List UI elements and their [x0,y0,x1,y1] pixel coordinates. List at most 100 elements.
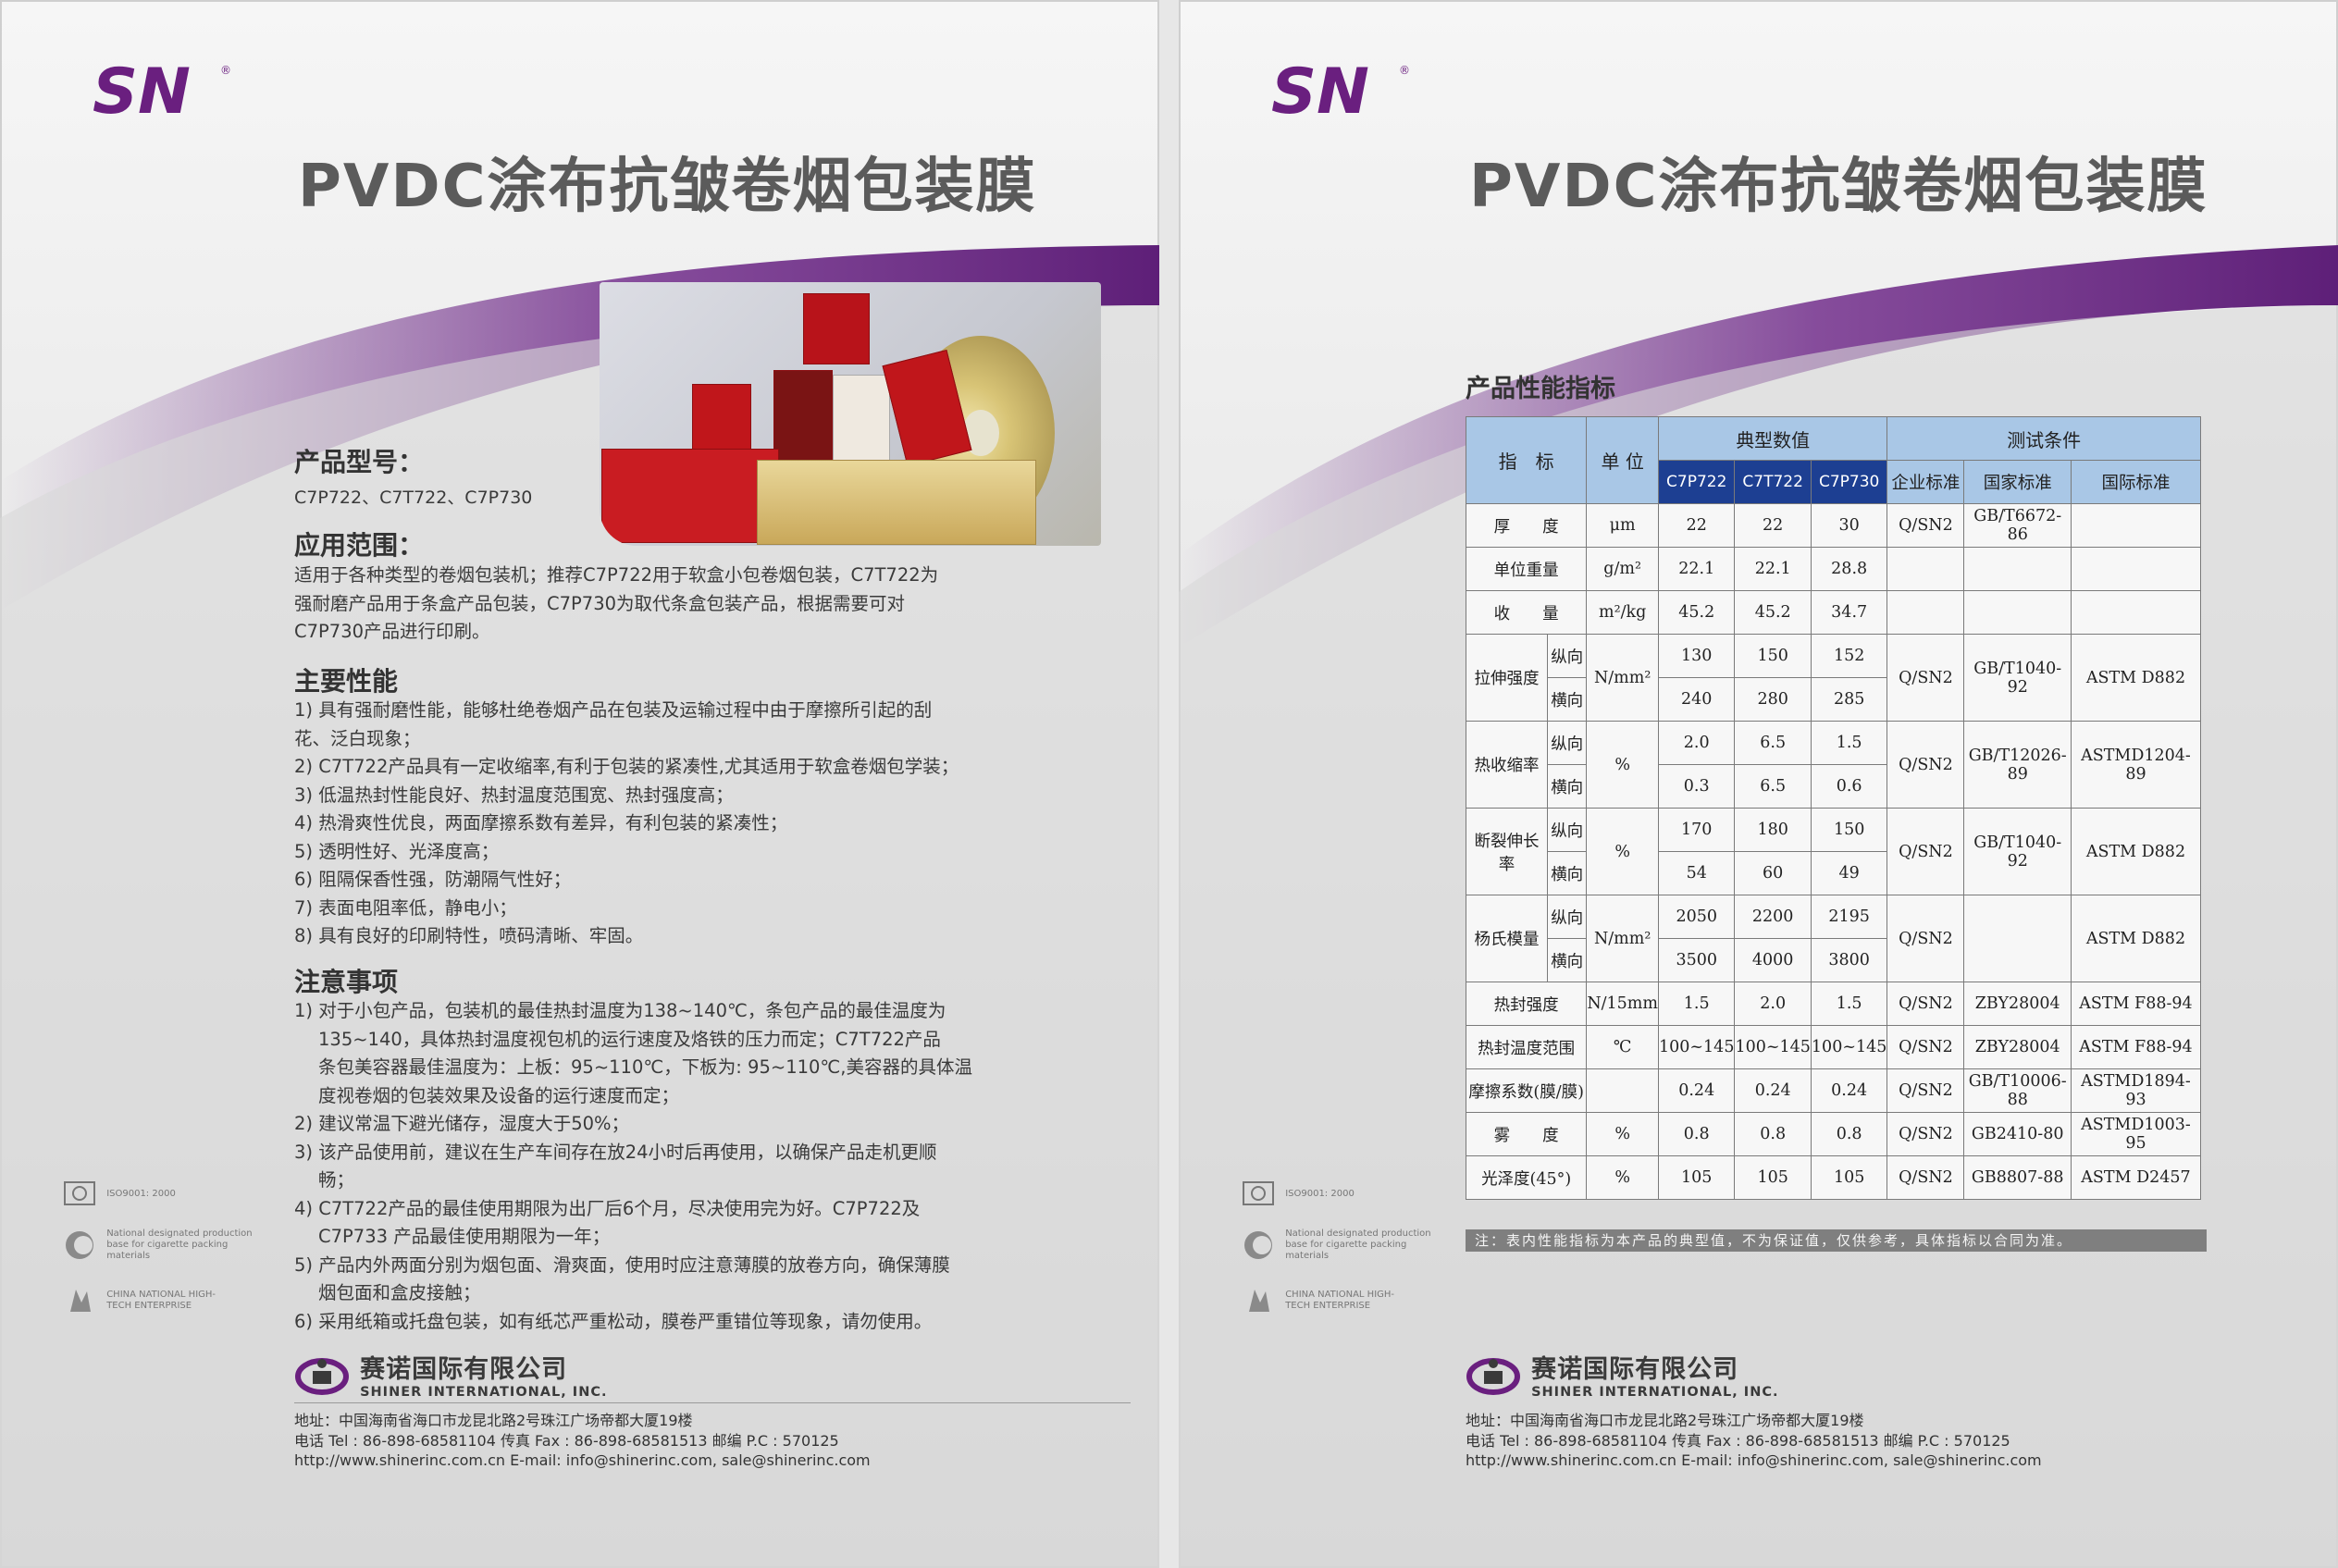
value-cell: 22.1 [1657,547,1736,591]
value-cell: 30 [1810,503,1888,548]
cigarette-carton-illustration [757,460,1036,545]
standard-cell [2070,547,2202,591]
value-cell: 22.1 [1734,547,1812,591]
spec-table: 指 标 单 位 典型数值 测试条件 C7P722 C7T722 C7P730 企… [1465,416,2202,1200]
cigarette-pack-illustration [833,375,890,464]
performance-list: 1) 具有强耐磨性能，能够杜绝卷烟产品在包装及运输过程中由于摩擦所引起的刮 花、… [294,697,1127,951]
note-item: 2) 建议常温下避光储存，湿度大于50%； [294,1113,630,1134]
value-cell: 0.8 [1657,1112,1736,1156]
value-cell: 22 [1734,503,1812,548]
value-cell: 34.7 [1810,590,1888,635]
section-title: 产品性能指标 [1466,375,1615,403]
standard-cell: ASTMD1204-89 [2070,721,2202,809]
standard-cell: ZBY28004 [1963,982,2072,1026]
web-line[interactable]: http://www.shinerinc.com.cn E-mail: info… [294,1451,871,1469]
value-cell: 1.5 [1810,721,1888,765]
performance-item: 3) 低温热封性能良好、热封温度范围宽、热封强度高； [294,784,734,806]
header-typical: 典型数值 [1657,416,1888,461]
standard-cell: ASTMD1003-95 [2070,1112,2202,1156]
standard-cell: GB/T1040-92 [1963,634,2072,722]
cigarette-pack-illustration [773,370,833,474]
phone-line: 电话 Tel : 86-898-68581104 传真 Fax : 86-898… [1466,1431,2010,1450]
unit-cell: N/mm² [1586,895,1659,982]
decorative-swoosh [0,245,1159,1568]
property-name: 厚 度 [1465,503,1588,548]
direction-cell: 横向 [1547,938,1588,982]
notes-heading: 注意事项 [294,967,399,997]
header-test: 测试条件 [1886,416,2201,461]
standard-cell [2070,590,2202,635]
company-name-en: SHINER INTERNATIONAL, INC. [360,1385,608,1400]
property-name: 热收缩率 [1465,721,1549,809]
property-name: 摩擦系数(膜/膜) [1465,1068,1588,1113]
header-model: C7T722 [1734,460,1812,504]
value-cell: 0.24 [1810,1068,1888,1113]
address-line: 地址：中国海南省海口市龙昆北路2号珠江广场帝都大厦19楼 [1466,1412,1864,1429]
value-cell: 150 [1734,634,1812,678]
note-item: 135~140，具体热封温度视包机的运行速度及烙铁的压力而定；C7T722产品 [318,1028,941,1050]
standard-cell [1963,895,2072,982]
standard-cell: Q/SN2 [1886,808,1965,895]
standard-cell [1963,590,2072,635]
notes-list: 1) 对于小包产品，包装机的最佳热封温度为138~140℃，条包产品的最佳温度为… [294,997,1127,1336]
unit-cell: μm [1586,503,1659,548]
header-standard: 国际标准 [2070,460,2202,504]
property-name: 杨氏模量 [1465,895,1549,982]
left-page: SN ® PVDC涂布抗皱卷烟包装膜 产品型号： C7P722、C7T722、C… [0,0,1159,1568]
standard-cell: Q/SN2 [1886,721,1965,809]
iso-cert-icon [1243,1181,1274,1205]
value-cell: 152 [1810,634,1888,678]
address-line: 地址：中国海南省海口市龙昆北路2号珠江广场帝都大厦19楼 [294,1412,693,1429]
value-cell: 280 [1734,677,1812,722]
value-cell: 1.5 [1810,982,1888,1026]
standard-cell [2070,503,2202,548]
scope-line: C7P730产品进行印刷。 [294,621,490,642]
standard-cell: ASTM D2457 [2070,1155,2202,1200]
value-cell: 105 [1734,1155,1812,1200]
standard-cell: ASTM D882 [2070,808,2202,895]
property-name: 热封强度 [1465,982,1588,1026]
unit-cell: % [1586,808,1659,895]
value-cell: 0.24 [1657,1068,1736,1113]
unit-cell: N/mm² [1586,634,1659,722]
value-cell: 0.6 [1810,764,1888,809]
standard-cell: Q/SN2 [1886,982,1965,1026]
iso-label: ISO9001: 2000 [106,1189,176,1199]
iso-label: ISO9001: 2000 [1285,1189,1355,1199]
value-cell: 100~145 [1810,1025,1888,1069]
hitech-icon [70,1290,91,1312]
performance-item: 4) 热滑爽性优良，两面摩擦系数有差异，有利包装的紧凑性； [294,812,788,833]
direction-cell: 横向 [1547,851,1588,895]
value-cell: 2200 [1734,895,1812,939]
registered-mark: ® [1399,64,1410,77]
hitech-cert: CHINA NATIONAL HIGH- TECH ENTERPRISE [63,1284,216,1317]
company-name-cn: 赛诺国际有限公司 [360,1355,568,1384]
standard-cell: GB2410-80 [1963,1112,2072,1156]
value-cell: 285 [1810,677,1888,722]
cigarette-pack-illustration [803,293,870,364]
value-cell: 1.5 [1657,982,1736,1026]
base-cert: National designated production base for … [1242,1228,1431,1262]
note-item: C7P733 产品最佳使用期限为一年； [318,1226,611,1247]
iso-cert: ISO9001: 2000 [1242,1177,1355,1210]
web-line[interactable]: http://www.shinerinc.com.cn E-mail: info… [1466,1451,2042,1469]
production-base-icon [66,1231,93,1259]
value-cell: 3500 [1657,938,1736,982]
base-cert: National designated production base for … [63,1228,253,1262]
unit-cell: m²/kg [1586,590,1659,635]
performance-item: 7) 表面电阻率低，静电小； [294,896,517,919]
hitech-label: TECH ENTERPRISE [1285,1301,1371,1311]
scope-text: 适用于各种类型的卷烟包装机；推荐C7P722用于软盒小包卷烟包装，C7T722为… [294,562,1127,647]
standard-cell: GB/T1040-92 [1963,808,2072,895]
value-cell: 100~145 [1657,1025,1736,1069]
